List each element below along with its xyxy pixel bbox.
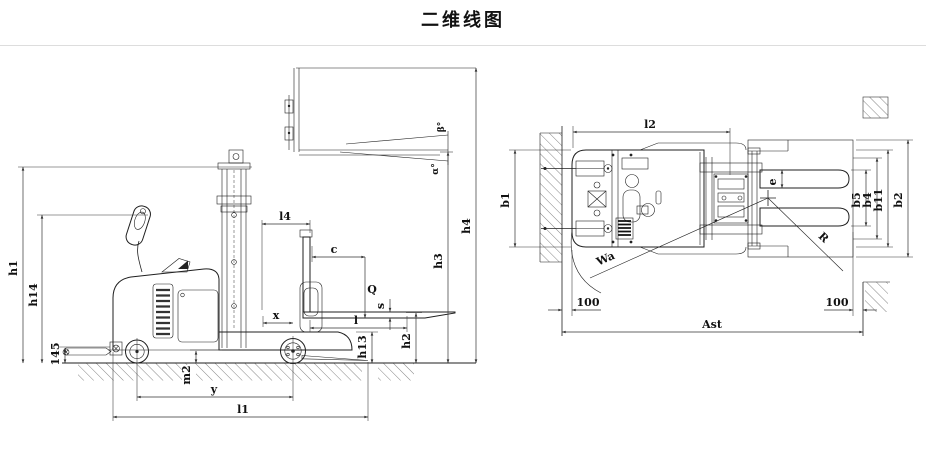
truck-body (108, 258, 228, 356)
steer-wheel-bottom (541, 220, 613, 237)
pallet-outline (747, 139, 854, 258)
rack-block-top-right (862, 96, 889, 119)
dim-label-ast: Ast (701, 318, 723, 331)
dim-label-y: y (210, 383, 218, 396)
dim-label-q: Q (367, 283, 377, 296)
rear-wheel (125, 338, 149, 377)
body-internals (611, 153, 662, 244)
page-title: 二维线图 (421, 10, 505, 31)
dim-label-h14: h14 (27, 283, 40, 307)
dim-label-r: R (816, 230, 832, 246)
dim-label-e: e (766, 179, 779, 186)
dim-label-beta: β° (437, 122, 447, 132)
dim-label-h13: h13 (356, 335, 369, 358)
truck-top (541, 142, 747, 255)
dim-label-alpha: α° (431, 163, 441, 174)
battery-lock (109, 341, 123, 356)
fork-raised (284, 67, 476, 165)
dimensions-top (509, 126, 913, 334)
ground-hatch-left (62, 362, 476, 381)
title-separator (0, 45, 926, 46)
dim-label-b5: b5 (850, 192, 863, 207)
labels-top: l2 b1 e Wa R b5 b4 b11 b2 100 100 Ast (499, 118, 905, 331)
mast-top-view (699, 147, 763, 250)
dim-label-l1: l1 (237, 403, 249, 416)
rack-block-bottom-right (862, 281, 890, 336)
top-view: l2 b1 e Wa R b5 b4 b11 b2 100 100 Ast (499, 96, 913, 336)
dim-label-145: 145 (49, 343, 62, 366)
dim-label-100-right: 100 (826, 296, 849, 309)
reach-carriage (299, 281, 323, 333)
dimensions-side (18, 67, 478, 421)
steering-gear (587, 181, 607, 217)
dock-plate (62, 347, 112, 356)
steer-wheel-top (541, 160, 613, 177)
dim-label-b11: b11 (872, 189, 885, 212)
dim-label-s: s (374, 303, 387, 309)
fork-lowered (299, 229, 456, 319)
dim-label-b1: b1 (499, 192, 512, 207)
dim-label-l: l (354, 314, 358, 327)
chassis-leg (218, 331, 353, 351)
dim-label-100-left: 100 (577, 296, 600, 309)
labels-side: h1 h14 145 l4 c Q s l x h13 h2 h3 h4 m2 … (7, 122, 473, 416)
wall-hatch-left (539, 126, 563, 336)
mast (216, 149, 252, 348)
turning-geometry (570, 190, 844, 294)
dim-label-l2: l2 (644, 118, 656, 131)
dim-label-h3: h3 (432, 253, 445, 269)
dim-label-h1: h1 (7, 260, 20, 276)
dim-label-l4: l4 (279, 210, 291, 223)
dim-label-wa: Wa (594, 249, 617, 269)
fork-on-ground (301, 355, 369, 361)
dim-label-h2: h2 (400, 333, 413, 349)
forks-top-view (759, 169, 850, 227)
dim-label-c: c (331, 243, 338, 256)
side-view: h1 h14 145 l4 c Q s l x h13 h2 h3 h4 m2 … (7, 67, 478, 421)
dim-label-x: x (273, 309, 280, 322)
dim-label-m2: m2 (180, 365, 193, 384)
dim-label-b2: b2 (892, 192, 905, 207)
front-wheel (280, 336, 306, 378)
tiller (125, 205, 151, 273)
dim-label-b4: b4 (861, 192, 874, 208)
dim-label-h4: h4 (460, 218, 473, 234)
